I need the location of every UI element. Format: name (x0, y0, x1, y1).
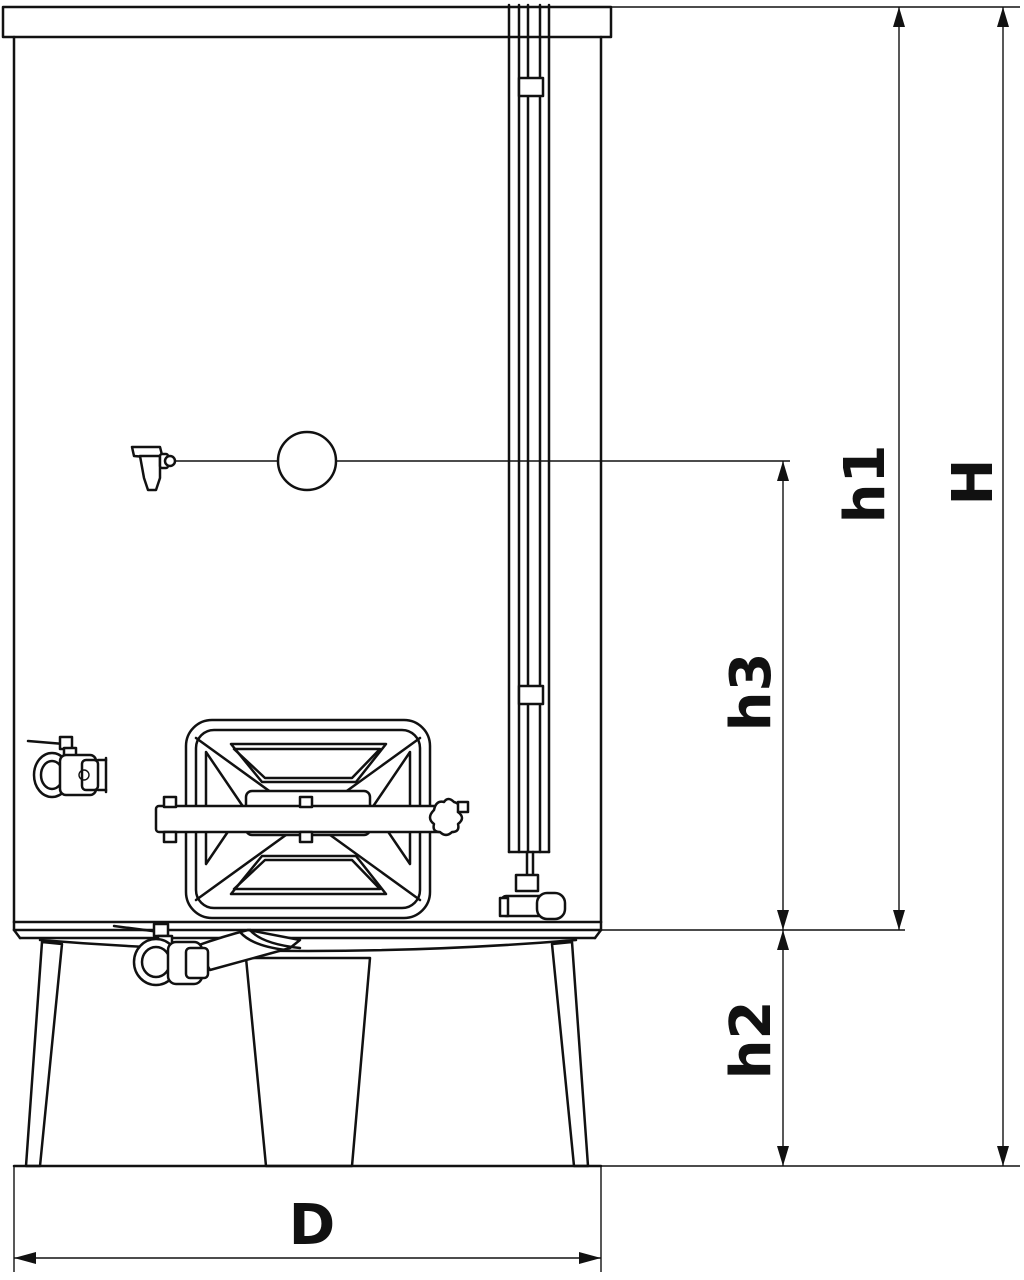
sample-tap-icon (130, 445, 177, 492)
label-h3: h3 (719, 653, 784, 732)
side-ball-valve-icon (26, 735, 108, 799)
manway-door (154, 718, 470, 920)
bottom-outlet-valve-icon (112, 922, 302, 987)
label-H: H (941, 459, 1006, 506)
label-D: D (289, 1193, 335, 1258)
gauge-clamp-bottom (517, 684, 545, 706)
label-h1: h1 (833, 445, 898, 524)
manway-crossbar (154, 804, 458, 834)
gauge-valve-nut (514, 873, 540, 893)
tank-stand (12, 928, 603, 1168)
leg-left (24, 940, 64, 1168)
leg-center (244, 956, 372, 1168)
label-h2: h2 (719, 1001, 784, 1080)
manway-handwheel-icon (428, 797, 464, 837)
gauge-clamp-top (517, 76, 545, 98)
leg-right (550, 940, 590, 1168)
cone-bottom (38, 938, 578, 953)
gauge-valve-knob (535, 891, 567, 921)
dimension-lines (13, 6, 1020, 1272)
thermometer-port (276, 430, 338, 492)
level-gauge (498, 3, 567, 921)
